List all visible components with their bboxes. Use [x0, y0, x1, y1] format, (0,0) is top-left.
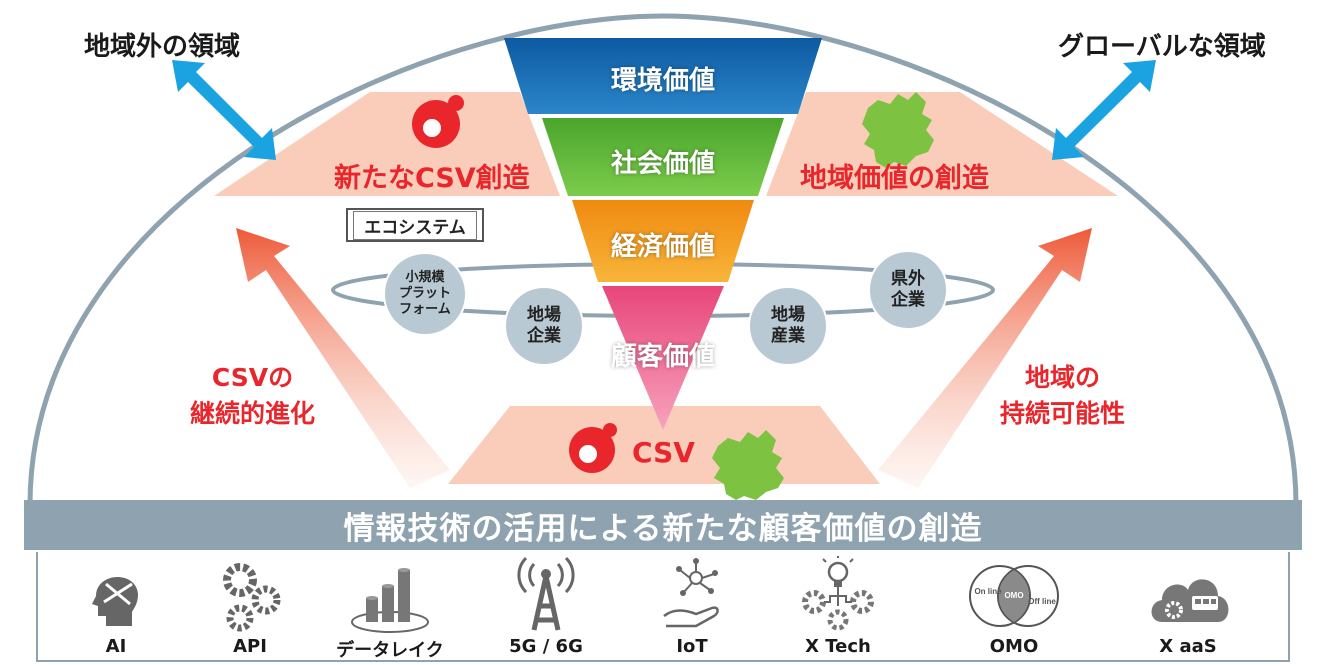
label-outside-region: 地域外の領域: [84, 32, 241, 62]
funnel-customer: [602, 286, 724, 430]
node-text: 県外: [891, 268, 925, 289]
side-text: 持続可能性: [1000, 399, 1126, 429]
side-text: 継続的進化: [190, 399, 316, 429]
node-text: フォーム: [399, 302, 451, 318]
tech-iot: IoT: [632, 548, 752, 662]
tech-data-lake: データレイク: [330, 548, 450, 662]
tech-label: データレイク: [336, 640, 444, 661]
label-csv: CSV: [632, 436, 695, 469]
funnel-label-social: 社会価値: [610, 149, 715, 179]
node-local-company: 地場企業: [504, 286, 584, 366]
csv-logo-top: [412, 95, 464, 148]
ai-icon: [92, 576, 138, 626]
dome-arc: [27, 13, 1299, 506]
arrow-top-right: [1052, 60, 1156, 160]
omo-online-text: On line: [974, 587, 1002, 596]
tech-label: IoT: [676, 636, 708, 657]
ecosystem-label: エコシステム: [353, 210, 477, 240]
node-local-industry: 地場産業: [748, 286, 828, 366]
cloud-service-icon: [1151, 579, 1229, 622]
region-map-top: [862, 92, 934, 168]
tech-label: 5G / 6G: [509, 636, 583, 657]
region-map-bottom: [712, 430, 784, 500]
tech-label: X aaS: [1159, 636, 1217, 657]
tech-api: API: [190, 548, 310, 662]
node-text: 企業: [527, 326, 561, 346]
tech-5g-6g: 5G / 6G: [486, 548, 606, 662]
hand-network-icon: [663, 558, 719, 628]
funnel-label-environment: 環境価値: [610, 66, 715, 96]
idea-gears-icon: [802, 556, 874, 631]
tech-x-aas: X aaS: [1128, 548, 1248, 662]
tech-x-tech: X Tech: [778, 548, 898, 662]
omo-offline-text: Off line: [1028, 597, 1056, 606]
node-text: 企業: [891, 290, 925, 310]
arrow-right-red: [878, 228, 1092, 488]
tech-omo: On line OMO Off line OMO: [954, 548, 1074, 662]
csv-logo-bottom: [569, 423, 617, 473]
tech-label: API: [233, 636, 267, 657]
label-new-csv: 新たなCSV創造: [334, 163, 530, 194]
tech-label: X Tech: [805, 636, 871, 657]
omo-venn-icon: On line OMO Off line: [969, 565, 1059, 627]
node-text: 地場: [527, 304, 561, 325]
tech-ai: AI: [56, 548, 176, 662]
node-outside-company: 県外企業: [868, 250, 948, 330]
tech-label: AI: [105, 636, 127, 657]
label-global-region: グローバルな領域: [1058, 32, 1266, 62]
arrow-left-red: [236, 228, 450, 488]
data-lake-icon: [351, 568, 429, 633]
omo-center-text: OMO: [1004, 591, 1023, 600]
node-text: 産業: [771, 326, 805, 346]
funnel-social: [542, 118, 784, 196]
label-csv-evolution: CSVの継続的進化: [190, 360, 315, 433]
antenna-icon: [517, 556, 575, 631]
node-text: 地場: [771, 304, 805, 325]
funnel-environment: [504, 38, 822, 114]
node-small-platform: 小規模プラットフォーム: [383, 252, 467, 336]
tech-label: OMO: [989, 636, 1039, 657]
top-trapezoid-left: [214, 92, 560, 196]
label-regional-sustainability: 地域の持続可能性: [1000, 360, 1125, 433]
banner-title: 情報技術の活用による新たな顧客価値の創造: [24, 500, 1302, 550]
gears-icon: [223, 563, 281, 632]
side-text: 地域の: [1025, 363, 1101, 392]
label-regional-value: 地域価値の創造: [800, 163, 989, 194]
side-text: CSVの: [211, 363, 294, 392]
funnel-economic: [572, 200, 754, 282]
node-text: 小規模: [405, 269, 445, 285]
top-trapezoid-right: [766, 92, 1118, 196]
funnel-label-customer: 顧客価値: [610, 342, 715, 372]
ecosystem-box: エコシステム: [346, 208, 484, 242]
arrow-top-left: [172, 60, 276, 160]
funnel-label-economic: 経済価値: [610, 232, 715, 262]
node-text: プラット: [398, 285, 451, 301]
